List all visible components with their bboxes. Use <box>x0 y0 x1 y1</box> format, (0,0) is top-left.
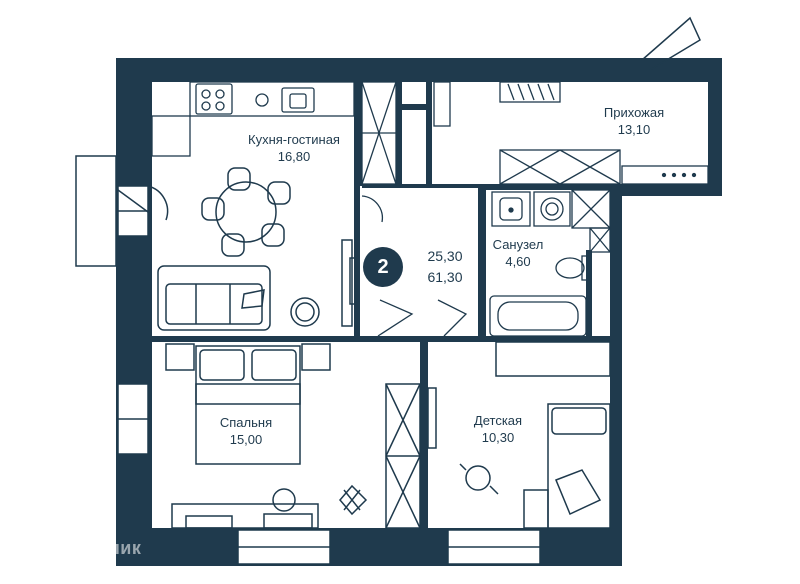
room-label-bedroom: Спальня 15,00 <box>206 414 286 448</box>
room-area: 15,00 <box>229 432 263 447</box>
rooms-count: 2 <box>363 247 403 287</box>
bathroom-fixtures <box>489 189 611 337</box>
hall-furniture <box>361 81 709 337</box>
room-name: Прихожая <box>603 105 665 120</box>
room-label-kitchen: Кухня-гостиная 16,80 <box>232 131 356 165</box>
room-area: 4,60 <box>505 254 531 269</box>
watermark: Домклик <box>36 538 141 559</box>
domclick-logo-icon <box>36 540 54 558</box>
room-area: 10,30 <box>481 430 515 445</box>
interior-walls <box>152 82 610 528</box>
kitchen-counter <box>151 81 397 185</box>
room-label-hall: Прихожая 13,10 <box>594 104 674 138</box>
room-name: Кухня-гостиная <box>248 132 340 147</box>
dining-table <box>201 167 291 257</box>
area-badge: 2 25,30 61,30 <box>359 243 481 291</box>
living-area: 25,30 <box>427 248 463 264</box>
room-label-bath: Санузел 4,60 <box>486 236 550 270</box>
room-name: Детская <box>473 413 523 428</box>
watermark-text: Домклик <box>60 538 142 558</box>
room-area: 13,10 <box>617 122 651 137</box>
room-name: Спальня <box>219 415 273 430</box>
windows <box>117 185 541 565</box>
room-name: Санузел <box>492 237 544 252</box>
sofa <box>157 265 320 331</box>
kids-room-furniture <box>427 341 611 529</box>
room-area: 16,80 <box>277 149 311 164</box>
bed <box>165 343 421 529</box>
total-area: 61,30 <box>427 269 463 285</box>
room-label-kids: Детская 10,30 <box>460 412 536 446</box>
tv-stand <box>341 239 357 327</box>
balcony <box>75 16 701 267</box>
